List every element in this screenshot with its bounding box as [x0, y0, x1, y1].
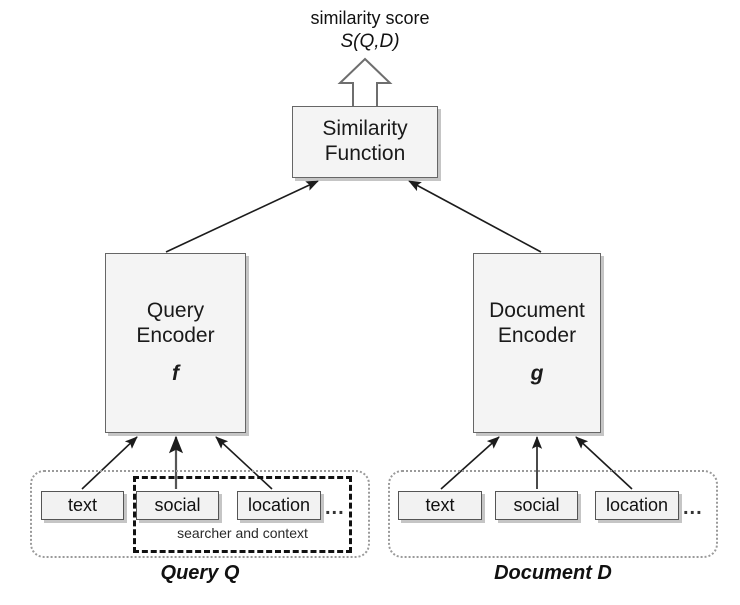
query-feature-social[interactable]: social — [136, 491, 219, 520]
similarity-function-line2: Function — [324, 142, 406, 165]
document-encoder-symbol: g — [530, 361, 544, 385]
edge-document-encoder-to-similarity — [408, 180, 542, 253]
document-group-caption: Document D — [494, 562, 612, 584]
document-encoder-line1: Document — [489, 299, 585, 323]
edge-query-encoder-to-similarity — [165, 180, 319, 253]
document-encoder-line2: Encoder — [497, 324, 577, 348]
document-feature-location[interactable]: location — [595, 491, 679, 520]
searcher-and-context-label: searcher and context — [177, 525, 308, 541]
query-encoder-symbol: f — [172, 361, 179, 385]
query-feature-ellipsis: ... — [325, 497, 345, 519]
query-encoder-line2: Encoder — [136, 324, 215, 348]
document-feature-ellipsis: ... — [683, 497, 703, 519]
document-encoder-node[interactable]: Document Encoder g — [473, 253, 601, 433]
hollow-up-arrow-icon — [337, 57, 393, 108]
searcher-and-context-highlight-box — [133, 476, 352, 553]
similarity-score-label: similarity score — [310, 8, 430, 28]
document-feature-text[interactable]: text — [398, 491, 482, 520]
query-feature-text[interactable]: text — [41, 491, 124, 520]
query-encoder-line1: Query — [146, 299, 205, 323]
similarity-function-node[interactable]: Similarity Function — [292, 106, 438, 178]
similarity-function-line1: Similarity — [322, 117, 408, 141]
query-encoder-node[interactable]: Query Encoder f — [105, 253, 246, 433]
document-feature-social[interactable]: social — [495, 491, 578, 520]
query-group-container — [30, 470, 370, 558]
document-group-container — [388, 470, 718, 558]
query-group-caption: Query Q — [160, 562, 240, 584]
query-feature-location[interactable]: location — [237, 491, 321, 520]
similarity-score-formula: S(Q,D) — [340, 31, 400, 52]
